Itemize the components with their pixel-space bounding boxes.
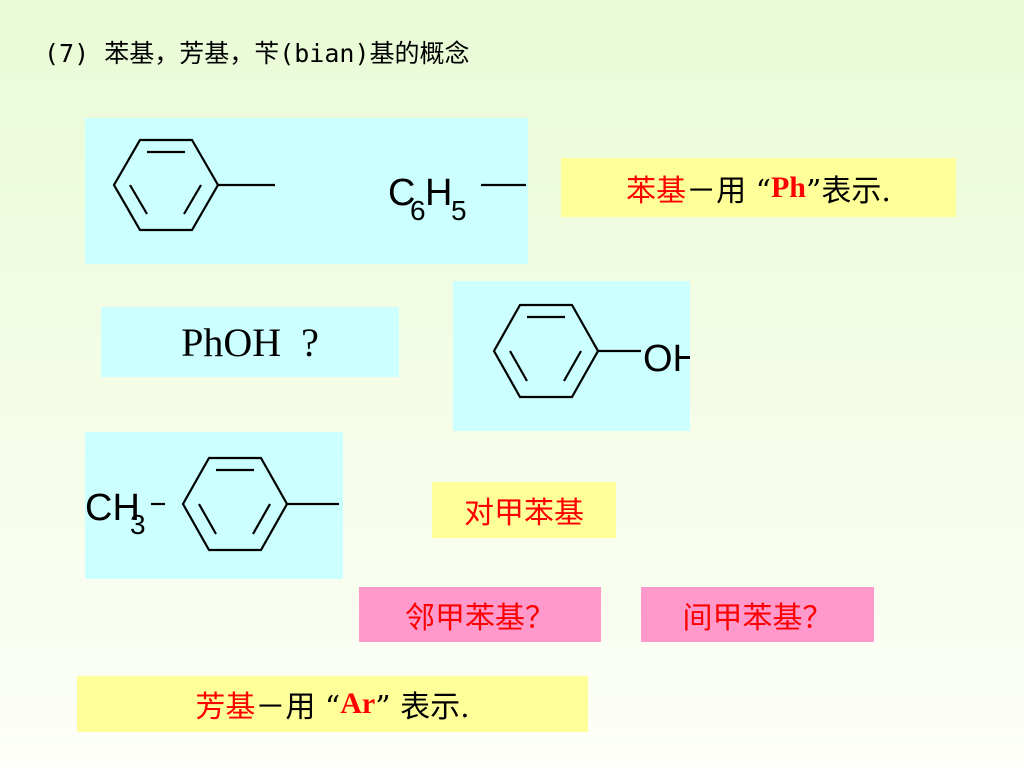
phenyl-diagram: C 6 H 5	[112, 138, 526, 232]
meta-tolyl-label: 间甲苯基？	[641, 587, 874, 642]
phenyl-note: 苯基－用 “Ph”表示.	[561, 158, 956, 217]
phenyl-note-text: －用 “	[686, 173, 771, 209]
slide-title: (7) 苯基，芳基，苄(bian)基的概念	[44, 39, 470, 68]
meta-tolyl-text: 间甲苯基？	[682, 600, 833, 636]
phenyl-structure-box: C 6 H 5	[85, 118, 528, 264]
phoh-box: PhOH ?	[101, 307, 399, 377]
methyl-ch: CH	[85, 487, 140, 529]
para-tolyl-label: 对甲苯基	[432, 482, 616, 538]
ph-code: Ph	[770, 170, 806, 204]
benzene-ring	[181, 456, 289, 552]
phenol-diagram: OH	[492, 303, 690, 399]
phenol-structure-box: OH	[453, 281, 690, 431]
ortho-tolyl-text: 邻甲苯基？	[405, 600, 555, 636]
hydroxyl-label: OH	[643, 338, 690, 380]
benzene-ring	[112, 138, 220, 232]
aryl-term: 芳基	[195, 690, 256, 725]
benzene-ring	[492, 303, 600, 399]
ar-code: Ar	[340, 687, 376, 720]
tolyl-structure-box: CH 3	[85, 432, 343, 579]
aryl-note-text: －用 “	[255, 690, 341, 725]
formula-subscript-5: 5	[451, 195, 467, 226]
phenyl-note-end: ”表示.	[806, 173, 891, 209]
formula-h: H	[425, 172, 452, 214]
methyl-subscript-3: 3	[130, 509, 146, 540]
formula-c: C	[388, 172, 415, 214]
phoh-question: PhOH ?	[181, 319, 319, 365]
para-tolyl-text: 对甲苯基	[464, 496, 584, 531]
formula-subscript-6: 6	[410, 195, 426, 226]
phenyl-term: 苯基	[626, 173, 687, 209]
tolyl-diagram: CH 3	[85, 456, 339, 552]
aryl-note-end: ” 表示.	[375, 690, 470, 725]
aryl-note: 芳基－用 “Ar” 表示.	[77, 676, 588, 732]
ortho-tolyl-label: 邻甲苯基？	[359, 587, 601, 642]
